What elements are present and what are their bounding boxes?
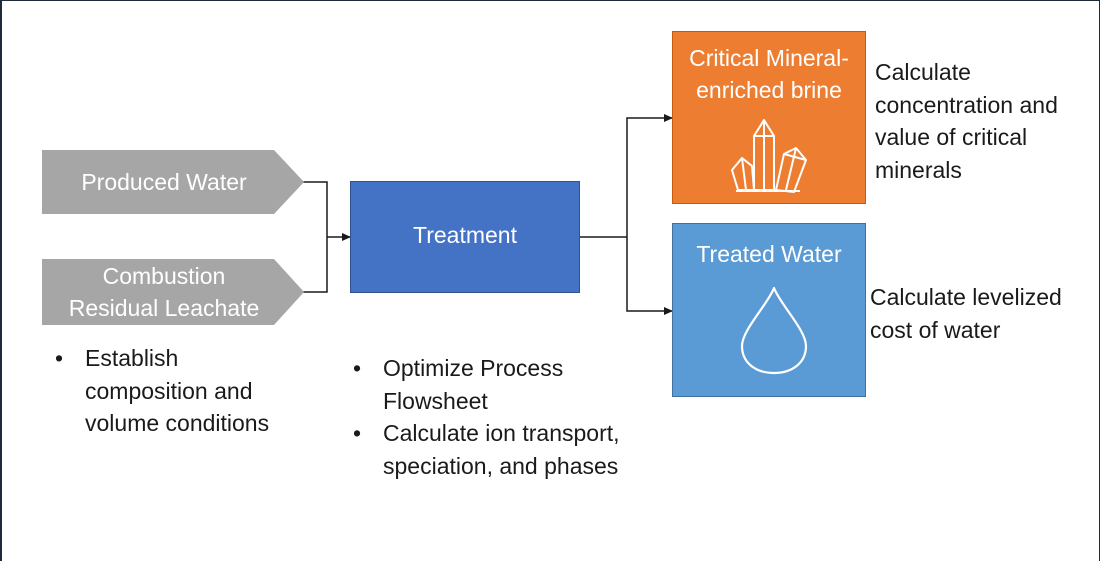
brine-note-line: Calculate	[875, 59, 971, 85]
water-note: Calculate levelized cost of water	[870, 281, 1062, 346]
produced-water-label: Produced Water	[81, 169, 247, 195]
treatment-bullet: Optimize Process Flowsheet	[349, 352, 639, 417]
leachate-label-line1: Combustion	[102, 263, 226, 289]
treated-water-output-box: Treated Water	[672, 223, 866, 397]
input-bullets: Establish composition and volume conditi…	[51, 342, 271, 440]
leachate-label-line2: Residual Leachate	[68, 295, 260, 321]
water-note-line: cost of water	[870, 316, 1001, 343]
brine-output-box: Critical Mineral- enriched brine	[672, 31, 866, 204]
water-note-line: Calculate levelized	[870, 284, 1062, 310]
treated-water-title: Treated Water	[696, 241, 842, 267]
brine-note-line: concentration and	[875, 91, 1058, 118]
input-bullet: Establish composition and volume conditi…	[51, 342, 271, 440]
connector-leachate	[302, 237, 328, 293]
brine-note-line: value of critical	[875, 124, 1028, 150]
water-drop-icon	[740, 286, 808, 375]
brine-note: Calculate concentration and value of cri…	[875, 56, 1058, 186]
brine-title-line1: Critical Mineral-	[689, 45, 849, 71]
treatment-bullet: Calculate ion transport, speciation, and…	[349, 417, 639, 482]
leachate-shape	[42, 259, 304, 325]
treatment-box: Treatment	[350, 181, 580, 293]
produced-water-shape	[42, 150, 304, 214]
leachate-input: Combustion Residual Leachate	[42, 259, 304, 325]
leachate-label: Combustion Residual Leachate	[69, 260, 278, 324]
brine-title-line2: enriched brine	[696, 77, 842, 103]
crystal-icon	[731, 119, 807, 193]
arrow-to-brine	[626, 114, 673, 237]
arrow-to-treated-water	[626, 237, 673, 315]
connector-produced-water	[302, 181, 328, 237]
brine-note-line: minerals	[875, 156, 962, 183]
treatment-bullets: Optimize Process Flowsheet Calculate ion…	[349, 352, 639, 482]
treatment-label: Treatment	[413, 222, 517, 248]
produced-water-input: Produced Water	[42, 150, 304, 214]
